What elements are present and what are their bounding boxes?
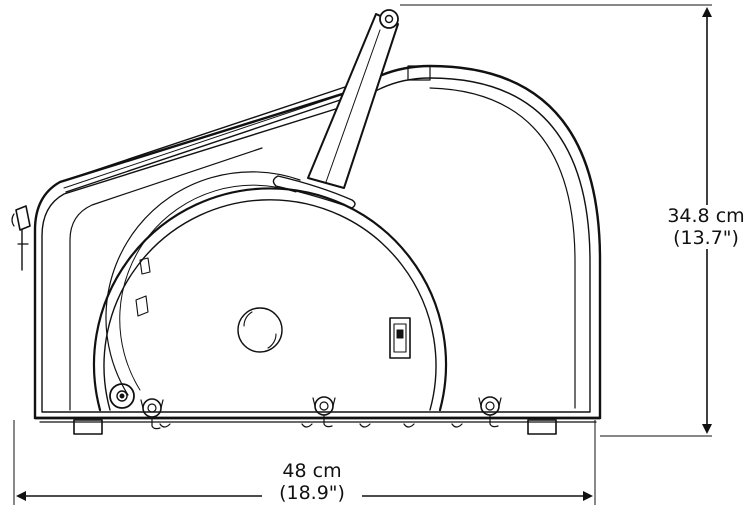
base-clamp-1 bbox=[140, 398, 164, 430]
housing-outline bbox=[33, 64, 602, 420]
height-metric-text: 34.8 cm bbox=[667, 205, 745, 227]
center-hub bbox=[237, 307, 283, 353]
height-dimension-label: 34.8 cm (13.7") bbox=[656, 205, 756, 249]
front-latch bbox=[15, 205, 31, 231]
height-imperial-text: (13.7") bbox=[673, 227, 739, 249]
base-clamp-2 bbox=[312, 396, 336, 428]
base-clamp-3 bbox=[478, 396, 502, 428]
device-body bbox=[11, 9, 602, 435]
width-metric-text: 48 cm bbox=[282, 460, 342, 482]
wheel-inner-arc bbox=[105, 171, 301, 396]
foot-left bbox=[73, 419, 103, 435]
power-switch bbox=[389, 317, 411, 359]
wheel-slot bbox=[272, 175, 356, 209]
lower-left-wheel bbox=[109, 383, 135, 409]
housing-inner-outline bbox=[41, 77, 591, 413]
lever-pivot bbox=[379, 9, 399, 29]
wheel-middle-arc bbox=[103, 199, 437, 411]
wheel-outer-arc bbox=[92, 187, 448, 412]
width-dimension-label: 48 cm (18.9") bbox=[262, 460, 362, 504]
width-imperial-text: (18.9") bbox=[279, 482, 345, 504]
foot-right bbox=[527, 419, 557, 435]
